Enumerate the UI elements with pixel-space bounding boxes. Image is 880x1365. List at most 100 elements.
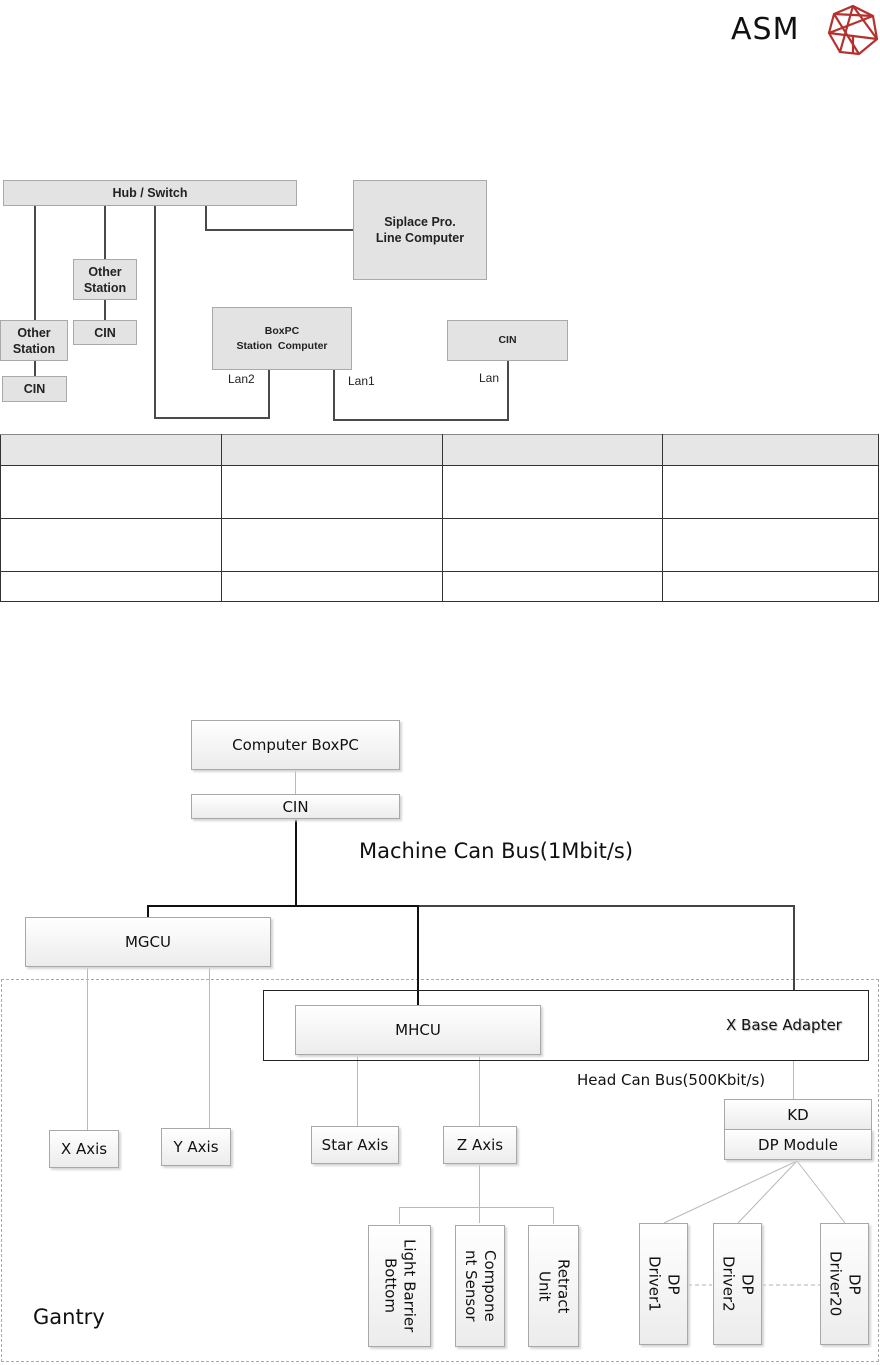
machine-bus-drop-adapter <box>793 905 795 991</box>
light-barrier-label-1: Light Barrier <box>400 1239 419 1333</box>
table-header-cell <box>662 434 879 466</box>
machine-bus-horizontal-right <box>418 905 795 907</box>
line-computer-box: Siplace Pro. Line Computer <box>353 180 487 280</box>
dp-driver1-label-1: DP <box>664 1273 683 1295</box>
asm-crystal-logo-icon <box>827 4 879 56</box>
spec-table <box>0 434 879 602</box>
retract-unit-label-2: Unit <box>535 1270 554 1302</box>
link-cin-lan-vertical <box>507 360 509 421</box>
link-lan1-cin-horizontal <box>333 419 509 421</box>
computer-boxpc-label: Computer BoxPC <box>232 736 359 754</box>
mgcu-label: MGCU <box>124 933 172 951</box>
lan2-label: Lan2 <box>228 372 255 386</box>
station-computer-box: BoxPC Station Computer <box>212 307 352 370</box>
link-hub-other-station-2 <box>34 205 36 320</box>
hub-switch-box: Hub / Switch <box>3 180 297 206</box>
station-computer-label-2: Station Computer <box>236 339 328 352</box>
cin-2-label: CIN <box>23 382 46 396</box>
link-retract-unit <box>553 1207 554 1224</box>
link-mgcu-x-axis <box>87 966 88 1130</box>
x-base-adapter-frame <box>263 990 869 1061</box>
dp-module-box: DP Module <box>724 1129 872 1160</box>
computer-boxpc-box: Computer BoxPC <box>191 720 400 770</box>
other-station-2-label-2: Station <box>12 341 56 356</box>
table-cell <box>221 571 443 602</box>
link-hub-lan2-vertical <box>154 205 156 419</box>
machine-bus-label: Machine Can Bus(1Mbit/s) <box>359 839 634 863</box>
link-dp-driver1 <box>663 1160 798 1224</box>
link-hub-line-computer-vertical <box>205 205 207 231</box>
line-computer-label-2: Line Computer <box>375 231 465 245</box>
cin-box-2: CIN <box>2 376 67 402</box>
cin-1-label: CIN <box>94 325 116 340</box>
link-dp-driver20 <box>796 1160 846 1224</box>
mhcu-label: MHCU <box>395 1021 441 1039</box>
link-sensors-horizontal <box>399 1207 554 1208</box>
other-station-1-label-1: Other <box>88 264 122 279</box>
cin-main-label: CIN <box>498 334 517 346</box>
machine-bus-horizontal <box>147 905 419 907</box>
link-z-axis-sensors <box>479 1163 480 1223</box>
light-barrier-label-2: Bottom <box>381 1258 400 1314</box>
link-lan2-horizontal <box>154 417 270 419</box>
link-mgcu-y-axis <box>209 966 210 1128</box>
cin-box: CIN <box>191 794 400 819</box>
dp-driver2-label-1: DP <box>738 1273 757 1295</box>
link-computer-cin <box>295 769 296 795</box>
y-axis-label: Y Axis <box>173 1138 219 1156</box>
link-other-station-2-cin <box>34 360 36 376</box>
line-computer-label-1: Siplace Pro. <box>384 215 456 229</box>
link-light-barrier <box>399 1207 400 1224</box>
cin-label: CIN <box>282 797 309 816</box>
link-lan2-box <box>268 369 270 419</box>
table-row <box>0 571 879 602</box>
machine-bus-drop-mgcu <box>147 905 149 919</box>
link-other-station-1-cin <box>104 300 106 320</box>
station-computer-label-1: BoxPC <box>264 324 300 337</box>
other-station-2-label-1: Other <box>17 325 51 340</box>
mgcu-box: MGCU <box>25 917 271 967</box>
machine-bus-drop-mhcu <box>417 905 419 1005</box>
x-base-adapter-label: X Base Adapter <box>726 1016 842 1034</box>
dp-driver20-label-1: DP <box>845 1273 864 1295</box>
table-cell <box>662 571 879 602</box>
head-bus-label: Head Can Bus(500Kbit/s) <box>577 1071 766 1089</box>
z-axis-label: Z Axis <box>456 1136 504 1154</box>
hub-switch-label: Hub / Switch <box>112 186 188 200</box>
link-dp-driver2 <box>737 1160 798 1224</box>
machine-bus-trunk <box>295 818 297 906</box>
dp-driver1-label-2: Driver1 <box>645 1256 664 1312</box>
logo-text: ASM <box>731 12 800 47</box>
dp-driver20-label-2: Driver20 <box>826 1251 845 1317</box>
table-cell <box>221 518 443 572</box>
table-cell <box>662 518 879 572</box>
star-axis-label: Star Axis <box>321 1136 389 1154</box>
cin-main-box: CIN <box>447 320 568 361</box>
y-axis-box: Y Axis <box>161 1128 231 1166</box>
star-axis-box: Star Axis <box>311 1126 399 1164</box>
link-hub-other-station-1 <box>104 205 106 260</box>
kd-label: KD <box>787 1105 809 1124</box>
z-axis-box: Z Axis <box>443 1126 517 1164</box>
x-axis-label: X Axis <box>60 1140 108 1158</box>
table-cell <box>442 571 663 602</box>
cin-box-1: CIN <box>73 320 137 345</box>
link-lan1-vertical <box>333 369 335 421</box>
x-axis-box: X Axis <box>49 1130 119 1168</box>
lan1-label: Lan1 <box>348 374 375 388</box>
link-mhcu-star-axis <box>357 1054 358 1126</box>
link-mhcu-z-axis <box>479 1054 480 1126</box>
gantry-label: Gantry <box>33 1305 105 1329</box>
retract-unit-label-1: Retract <box>554 1258 573 1314</box>
gantry-region <box>1 979 879 1362</box>
link-hub-line-computer-horizontal <box>205 229 354 231</box>
table-header-cell <box>0 434 222 466</box>
